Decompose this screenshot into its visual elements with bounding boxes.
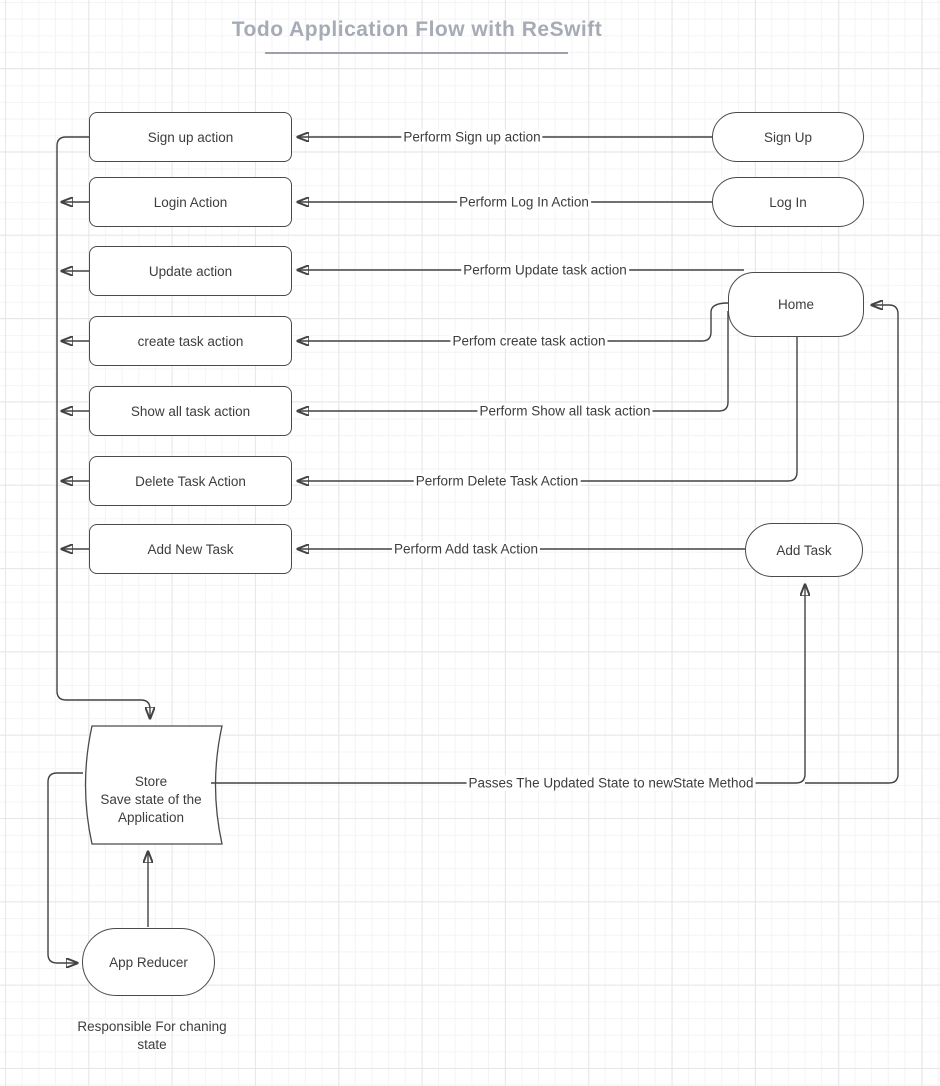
edge-label-perform-update: Perform Update task action	[461, 262, 629, 278]
node-add-new-task[interactable]: Add New Task	[89, 524, 292, 574]
node-home-screen[interactable]: Home	[728, 272, 864, 337]
node-show-all-task-action[interactable]: Show all task action	[89, 386, 292, 436]
edge-perform-delete[interactable]	[298, 337, 798, 481]
store-node-label[interactable]: Store Save state of the Application	[100, 774, 202, 825]
diagram-title: Todo Application Flow with ReSwift	[231, 18, 603, 41]
node-login-action[interactable]: Login Action	[89, 177, 292, 227]
node-sign-up-action[interactable]: Sign up action	[89, 112, 292, 162]
node-sign-up-screen[interactable]: Sign Up	[712, 112, 864, 162]
node-delete-task-action[interactable]: Delete Task Action	[89, 456, 292, 506]
reducer-caption: Responsible For chaning state	[77, 1019, 227, 1052]
edge-label-perform-delete: Perform Delete Task Action	[413, 473, 581, 489]
edge-perform-create[interactable]	[298, 302, 729, 341]
node-log-in-screen[interactable]: Log In	[712, 177, 864, 227]
node-add-task-screen[interactable]: Add Task	[745, 523, 863, 577]
node-update-action[interactable]: Update action	[89, 246, 292, 296]
edge-label-perform-show-all: Perform Show all task action	[477, 403, 653, 419]
edge-label-perform-log-in: Perform Log In Action	[457, 194, 591, 210]
node-create-task-action[interactable]: create task action	[89, 316, 292, 366]
edge-label-perform-create: Perfom create task action	[450, 333, 608, 349]
edge-store-to-reducer[interactable]	[47, 772, 83, 963]
store-node-shape[interactable]	[84, 725, 223, 845]
node-app-reducer[interactable]: App Reducer	[82, 928, 215, 996]
edge-label-passes-state: Passes The Updated State to newState Met…	[466, 775, 756, 791]
edge-perform-show-all[interactable]	[298, 311, 729, 411]
edge-label-perform-sign-up: Perform Sign up action	[401, 129, 543, 145]
edge-passes-state-to-home[interactable]	[805, 305, 899, 784]
edge-signup-to-store[interactable]	[56, 136, 150, 718]
title-underline	[265, 52, 568, 54]
edge-label-perform-add: Perform Add task Action	[391, 541, 541, 557]
edge-passes-state-to-add-task[interactable]	[211, 585, 805, 784]
